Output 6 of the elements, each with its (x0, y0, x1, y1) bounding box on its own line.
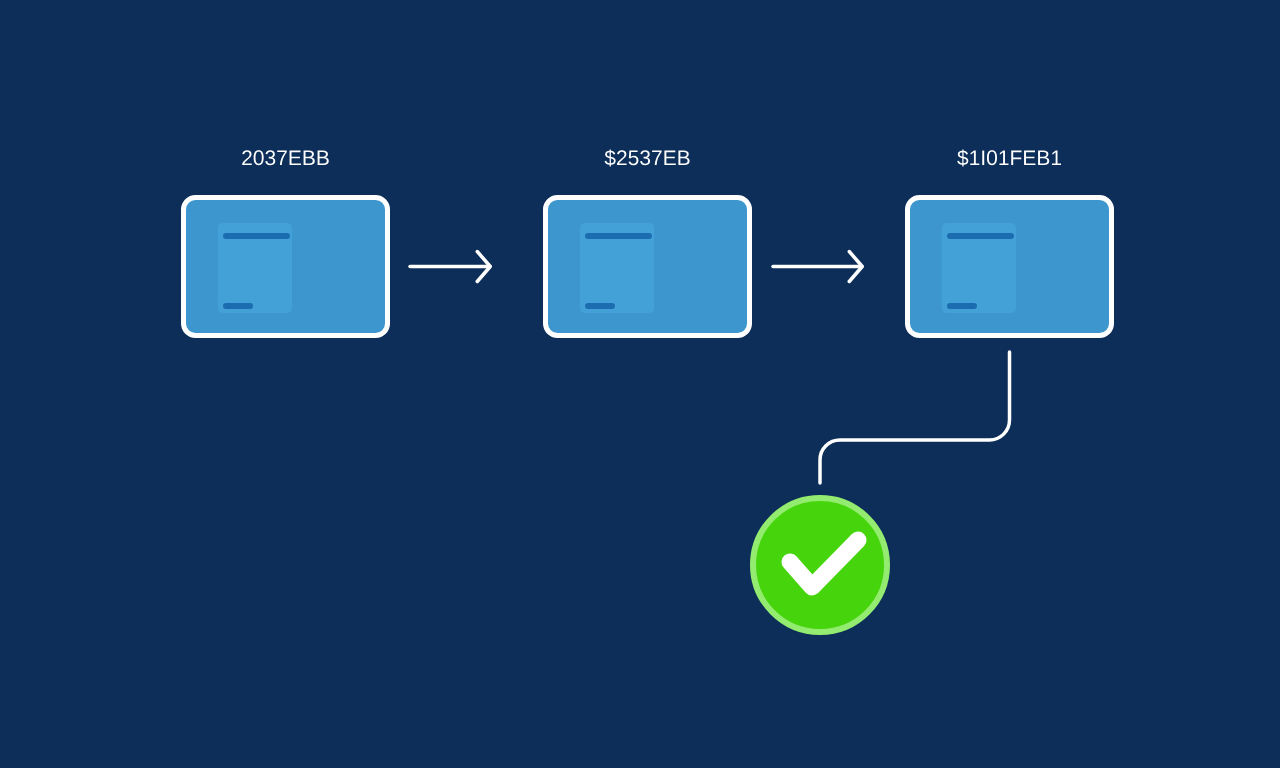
connector-line (818, 350, 1012, 485)
arrow (408, 249, 492, 284)
box-label: 2037EBB (242, 150, 329, 166)
box-label: $2537EB (604, 149, 690, 167)
arrow (771, 249, 864, 284)
box-label: $1I01FEB1 (957, 149, 1061, 167)
